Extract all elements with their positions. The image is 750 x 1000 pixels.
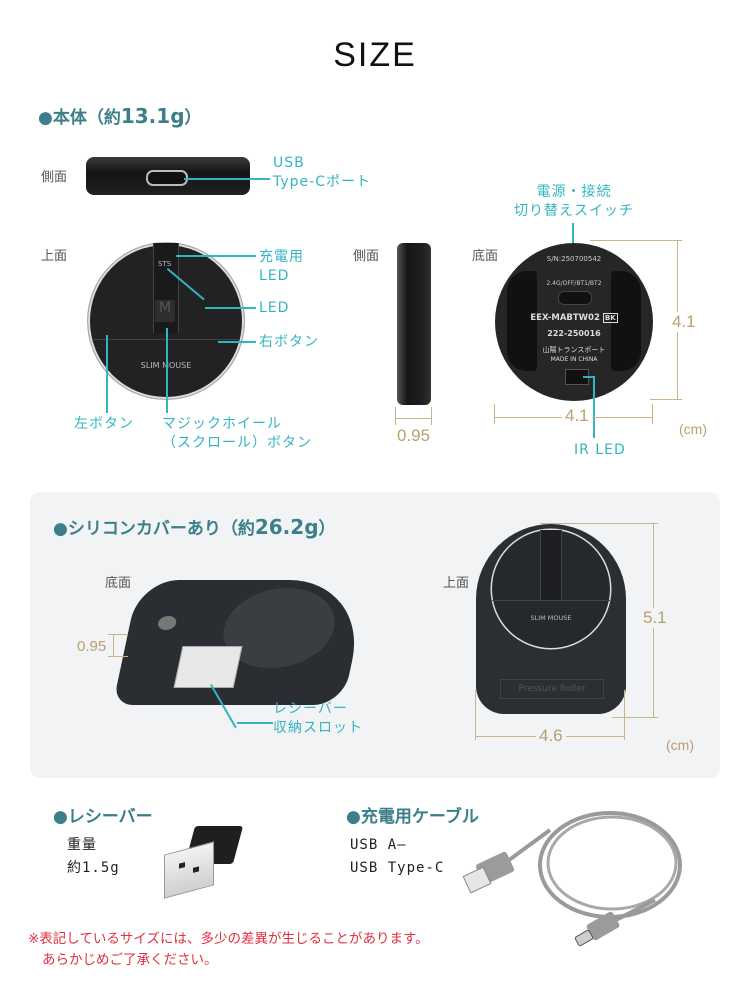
view-label-bottom: 底面	[472, 249, 499, 264]
callout-text: レシーバー	[273, 701, 348, 717]
heading-weight: 13.1g	[120, 104, 185, 128]
cover-dimension-unit: (cm)	[666, 737, 694, 753]
cable-heading: ●充電用ケーブル	[346, 807, 479, 827]
callout-right-button: 右ボタン	[259, 334, 319, 350]
view-label-top: 上面	[41, 249, 68, 264]
cable-spec-line: USB Type-C	[350, 860, 445, 876]
mouse-side-vertical-image	[397, 243, 431, 405]
dimension-height: 4.1	[672, 312, 696, 332]
model-text: EEX-MABTW02	[530, 313, 600, 323]
callout-text: 切り替えスイッチ	[514, 203, 634, 219]
callout-left-button: 左ボタン	[74, 416, 134, 432]
usb-c-port-icon	[146, 170, 188, 186]
sts-label: STS	[158, 260, 172, 268]
cover-dimension-thickness: 0.95	[77, 638, 107, 655]
body-section-heading: ●本体（約13.1g）	[38, 103, 202, 128]
cable-spec: USB A— USB Type-C	[350, 834, 444, 880]
callout-switch: 電源・接続 切り替えスイッチ	[504, 183, 644, 221]
dimension-thickness: 0.95	[397, 426, 431, 445]
mouse-bottom-image: S/N:250700542 2.4G/OFF/BT1/BT2 EEX-MABTW…	[495, 243, 653, 401]
receiver-image	[160, 826, 244, 899]
callout-receiver-slot: レシーバー 収納スロット	[273, 700, 363, 738]
callout-ir-led: IR LED	[574, 442, 626, 458]
view-label-cover-top: 上面	[443, 576, 470, 591]
receiver-weight: 重量 約1.5g	[67, 834, 120, 880]
power-switch	[558, 291, 592, 305]
note-line: あらかじめご了承ください。	[42, 952, 218, 968]
serial-label: S/N:250700542	[546, 255, 602, 263]
callout-led: LED	[259, 300, 290, 316]
weight-label: 重量	[67, 837, 97, 853]
receiver-in-slot-icon	[173, 646, 243, 688]
cover-dimension-width: 4.6	[536, 726, 566, 746]
page-title: SIZE	[333, 36, 417, 74]
cover-top-image: SLIM MOUSE Pressure Roller	[476, 524, 626, 714]
callout-text: 電源・接続	[536, 184, 612, 200]
callout-text: Type-Cポート	[273, 174, 371, 190]
size-disclaimer: ※表記しているサイズには、多少の差異が生じることがあります。 あらかじめご了承く…	[28, 929, 429, 971]
mouse-side-image	[86, 157, 250, 195]
weight-value: 約1.5g	[67, 860, 120, 876]
heading-suffix: ）	[184, 108, 202, 128]
callout-magic-wheel: マジックホイール （スクロール）ボタン	[162, 415, 312, 453]
usb-cable-image	[462, 811, 682, 947]
cover-dimension-height: 5.1	[643, 608, 667, 628]
callout-text: マジックホイール	[162, 416, 282, 432]
callout-text: 収納スロット	[273, 720, 363, 736]
cable-spec-line: USB A—	[350, 837, 407, 853]
cover-section-heading: ●シリコンカバーあり（約26.2g）	[53, 514, 336, 539]
cert-label: 222-250016	[547, 329, 601, 338]
receiver-heading: ●レシーバー	[53, 807, 153, 827]
heading-suffix: ）	[318, 519, 336, 539]
view-label-side-right: 側面	[353, 249, 380, 264]
callout-text: 充電用	[259, 249, 304, 265]
note-line: ※表記しているサイズには、多少の差異が生じることがあります。	[28, 931, 429, 947]
cover-bottom-image	[112, 580, 370, 705]
switch-modes-label: 2.4G/OFF/BT1/BT2	[546, 280, 602, 287]
callout-text: USB	[273, 155, 305, 171]
pressure-roller-label: Pressure Roller	[500, 679, 604, 699]
dimension-unit: (cm)	[679, 421, 707, 437]
heading-prefix: ●本体（約	[38, 108, 121, 128]
model-label: EEX-MABTW02 BK	[495, 313, 653, 323]
origin-label: MADE IN CHINA	[550, 356, 598, 363]
callout-text: （スクロール）ボタン	[162, 435, 312, 451]
view-label-side: 側面	[41, 170, 68, 185]
callout-charge-led: 充電用 LED	[259, 248, 304, 286]
wheel-m-icon: M	[155, 300, 175, 322]
heading-weight: 26.2g	[254, 515, 319, 539]
heading-prefix: ●シリコンカバーあり（約	[53, 519, 255, 539]
maker-label: 山陽トランスポート	[542, 346, 606, 354]
dimension-width: 4.1	[562, 406, 592, 426]
callout-text: LED	[259, 268, 290, 284]
slim-mouse-label: SLIM MOUSE	[530, 614, 572, 622]
view-label-cover-bottom: 底面	[105, 576, 132, 591]
model-color: BK	[602, 313, 618, 323]
callout-usb-port: USB Type-Cポート	[273, 154, 371, 192]
